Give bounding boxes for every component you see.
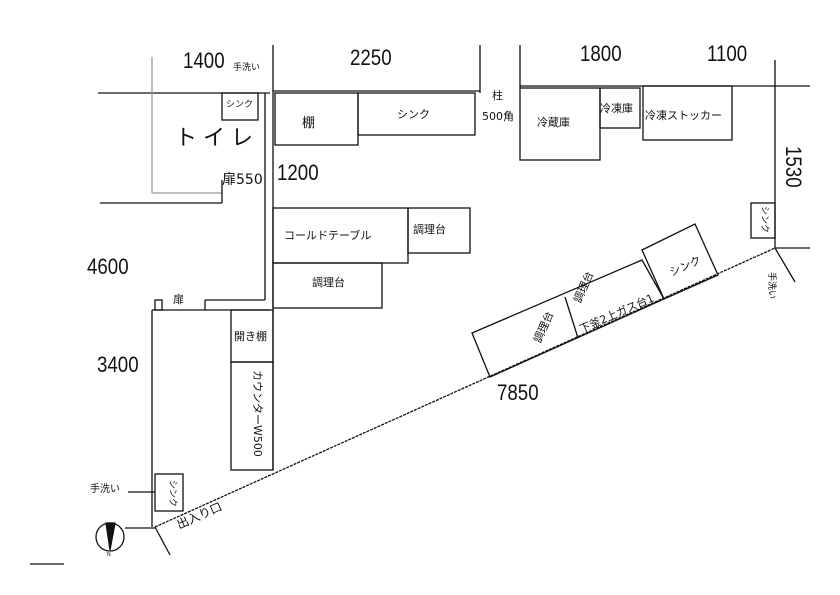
- counter-box: [230, 361, 274, 471]
- refrigerator-label: 冷蔵庫: [537, 116, 570, 129]
- dim-1800: 1800: [580, 41, 622, 66]
- right-sink-label: シンク: [759, 206, 769, 234]
- sink-box: [357, 92, 476, 136]
- prep-table-label: 調理台: [413, 223, 446, 236]
- freezer-stocker-box: [642, 85, 733, 141]
- front-wall-diagonal: [154, 247, 776, 528]
- wall-line: [774, 247, 796, 283]
- toilet-label: トイレ: [175, 126, 260, 151]
- freezer-box: [599, 87, 641, 129]
- pillar-label: 柱: [492, 89, 503, 102]
- handwash-left-label: 手洗い: [90, 484, 120, 495]
- compass-north-label: N: [107, 552, 111, 558]
- right-sink-box: [750, 202, 776, 239]
- toilet-sink-label: シンク: [226, 100, 254, 110]
- diagonal-sink-box: [641, 223, 719, 300]
- prep-table-box: [407, 207, 471, 254]
- freezer-stocker-label: 冷凍ストッカー: [645, 109, 722, 122]
- toilet-sink-box: [221, 92, 259, 121]
- toilet-door-label: 扉550: [222, 172, 263, 188]
- dim-7850: 7850: [497, 380, 539, 405]
- prep-table-label: 調理台: [312, 276, 345, 289]
- open-shelf-label: 開き棚: [234, 330, 267, 343]
- handwash-top-label: 手洗い: [233, 63, 261, 73]
- sink-label: シンク: [397, 108, 430, 121]
- wall-line: [154, 526, 171, 556]
- prep-table-box: [272, 262, 383, 309]
- diagonal-prep-tables: [471, 259, 665, 378]
- pillar-size-label: 500角: [482, 110, 514, 123]
- door-label: 扉: [173, 293, 184, 306]
- left-sink-label: シンク: [167, 480, 177, 508]
- freezer-label: 冷凍庫: [600, 102, 633, 115]
- dim-2250: 2250: [350, 45, 392, 70]
- divider-line: [564, 296, 579, 339]
- cold-table-label: コールドテーブル: [284, 229, 372, 242]
- shelf-box: [274, 92, 359, 146]
- door-jamb: [154, 299, 163, 311]
- dim-1100: 1100: [707, 41, 748, 66]
- dim-3400: 3400: [97, 352, 139, 377]
- dim-1530: 1530: [781, 146, 806, 188]
- counter-label: カウンターW500: [251, 370, 264, 457]
- dim-1400: 1400: [183, 48, 225, 73]
- dim-4600: 4600: [87, 254, 129, 279]
- handwash-right-label: 手洗い: [766, 272, 776, 300]
- shelf-label: 棚: [302, 116, 316, 131]
- dim-1200: 1200: [277, 160, 319, 185]
- compass-needle: [105, 522, 116, 551]
